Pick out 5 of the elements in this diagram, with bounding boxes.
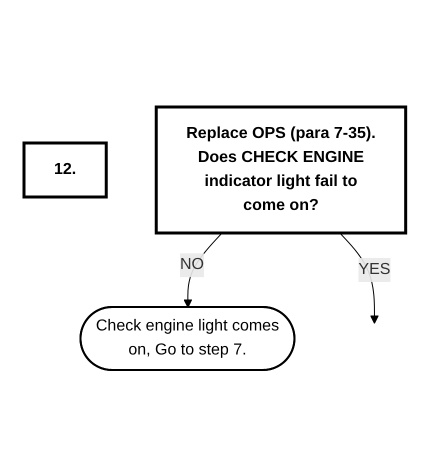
node-box: Replace OPS (para 7-35). Does CHECK ENGINE indicator light fail to come on? [154,105,408,234]
arrow [184,232,223,308]
edge-label: YES [358,260,391,278]
edge-label: NO [180,256,204,273]
node-box: 12. [22,141,108,198]
